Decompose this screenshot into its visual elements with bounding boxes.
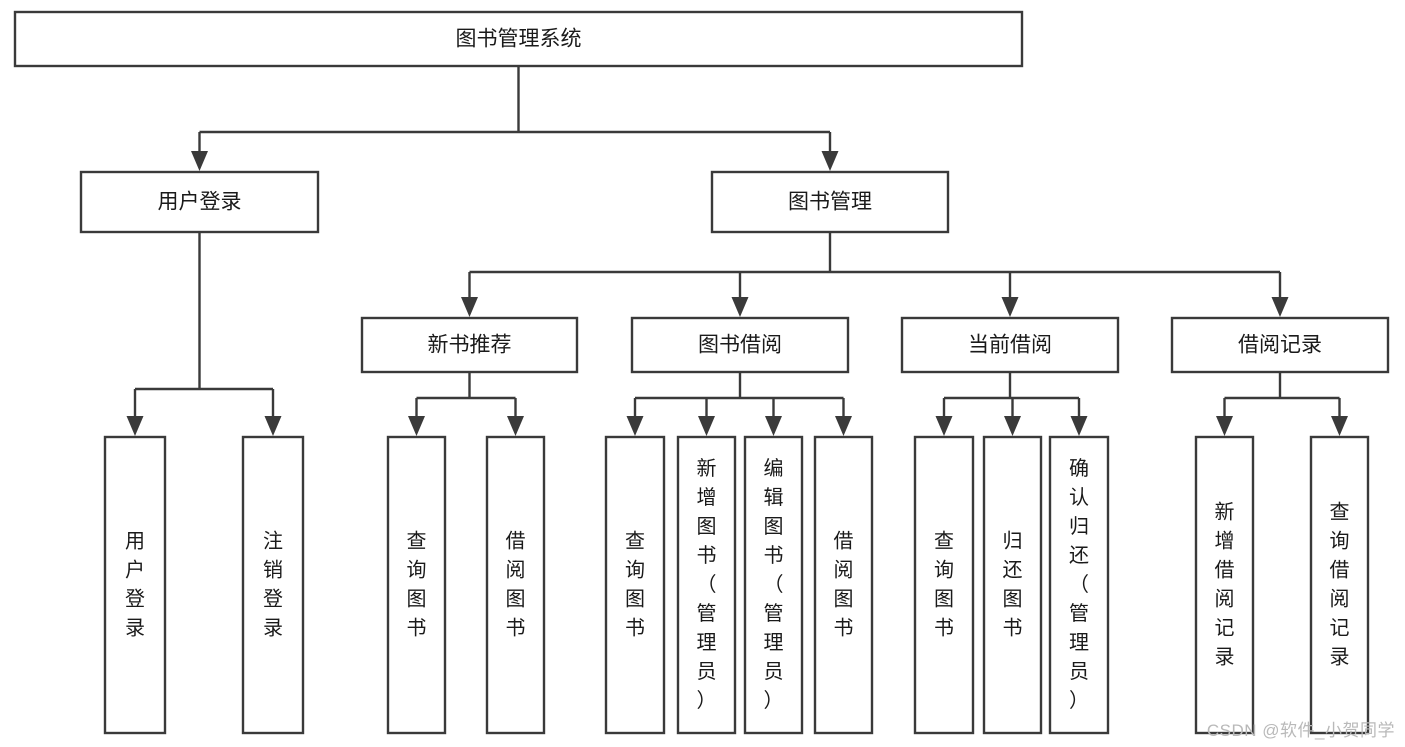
arrowhead-l2_3 <box>1271 297 1289 317</box>
node-label-leaf_11: 新增借阅记录 <box>1215 501 1235 669</box>
node-box-leaf_1 <box>241 435 305 735</box>
node-l2_0[interactable]: 新书推荐 <box>360 316 579 374</box>
node-leaf_5[interactable]: 新增图书（管理员） <box>676 435 737 735</box>
arrowhead-leaf_0 <box>126 416 144 436</box>
node-leaf_6[interactable]: 编辑图书（管理员） <box>743 435 804 735</box>
node-leaf_3[interactable]: 借阅图书 <box>485 435 546 735</box>
arrowhead-l1_0 <box>191 151 208 171</box>
node-label-l2_1: 图书借阅 <box>698 334 782 357</box>
node-box-leaf_11 <box>1194 435 1255 735</box>
node-leaf_12[interactable]: 查询借阅记录 <box>1309 435 1370 735</box>
node-label-root: 图书管理系统 <box>456 28 582 51</box>
node-label-leaf_9: 归还图书 <box>1003 530 1023 640</box>
nodes-layer: 图书管理系统用户登录图书管理新书推荐图书借阅当前借阅借阅记录用户登录注销登录查询… <box>13 10 1390 735</box>
node-label-leaf_3: 借阅图书 <box>506 530 526 640</box>
node-box-leaf_3 <box>485 435 546 735</box>
node-box-l1_1 <box>710 170 950 234</box>
node-box-leaf_2 <box>386 435 447 735</box>
node-leaf_8[interactable]: 查询图书 <box>913 435 975 735</box>
node-label-leaf_2: 查询图书 <box>407 530 427 640</box>
node-label-leaf_10: 确认归还（管理员） <box>1069 457 1089 712</box>
node-label-leaf_0: 用户登录 <box>125 531 145 640</box>
arrowhead-l2_2 <box>1001 297 1019 317</box>
node-leaf_1[interactable]: 注销登录 <box>241 435 305 735</box>
node-box-leaf_7 <box>813 435 874 735</box>
node-box-l2_0 <box>360 316 579 374</box>
arrowhead-l2_0 <box>461 297 478 317</box>
node-root[interactable]: 图书管理系统 <box>13 10 1024 68</box>
node-label-leaf_12: 查询借阅记录 <box>1330 501 1350 669</box>
node-label-leaf_6: 编辑图书（管理员） <box>764 457 784 712</box>
node-box-root <box>13 10 1024 68</box>
node-leaf_10[interactable]: 确认归还（管理员） <box>1048 435 1110 735</box>
arrowhead-leaf_1 <box>264 416 282 436</box>
node-leaf_9[interactable]: 归还图书 <box>982 435 1043 735</box>
node-box-l1_0 <box>79 170 320 234</box>
node-l1_1[interactable]: 图书管理 <box>710 170 950 234</box>
node-leaf_4[interactable]: 查询图书 <box>604 435 666 735</box>
node-label-l2_3: 借阅记录 <box>1238 334 1322 357</box>
node-leaf_7[interactable]: 借阅图书 <box>813 435 874 735</box>
node-box-l2_2 <box>900 316 1120 374</box>
arrowhead-leaf_8 <box>935 416 953 436</box>
arrowhead-l1_1 <box>821 151 839 171</box>
arrowhead-leaf_4 <box>626 416 644 436</box>
arrowhead-leaf_5 <box>698 416 715 436</box>
node-label-l1_1: 图书管理 <box>788 191 872 214</box>
node-box-leaf_0 <box>103 435 167 735</box>
node-leaf_0[interactable]: 用户登录 <box>103 435 167 735</box>
connector-lines-layer <box>126 66 1348 436</box>
arrowhead-leaf_2 <box>408 416 425 436</box>
node-box-l2_1 <box>630 316 850 374</box>
node-l2_2[interactable]: 当前借阅 <box>900 316 1120 374</box>
node-label-leaf_7: 借阅图书 <box>834 530 854 640</box>
node-box-leaf_8 <box>913 435 975 735</box>
node-leaf_11[interactable]: 新增借阅记录 <box>1194 435 1255 735</box>
arrowhead-leaf_11 <box>1216 416 1233 436</box>
arrowhead-l2_1 <box>731 297 749 317</box>
arrowhead-leaf_6 <box>765 416 782 436</box>
node-l2_3[interactable]: 借阅记录 <box>1170 316 1390 374</box>
node-box-l2_3 <box>1170 316 1390 374</box>
arrowhead-leaf_9 <box>1004 416 1021 436</box>
node-box-leaf_9 <box>982 435 1043 735</box>
arrowhead-leaf_12 <box>1331 416 1348 436</box>
node-label-l1_0: 用户登录 <box>158 191 242 214</box>
node-leaf_2[interactable]: 查询图书 <box>386 435 447 735</box>
node-l2_1[interactable]: 图书借阅 <box>630 316 850 374</box>
node-label-leaf_1: 注销登录 <box>263 530 283 640</box>
arrowhead-leaf_7 <box>835 416 852 436</box>
arrowhead-leaf_10 <box>1070 416 1088 436</box>
node-box-leaf_12 <box>1309 435 1370 735</box>
node-l1_0[interactable]: 用户登录 <box>79 170 320 234</box>
node-box-leaf_10 <box>1048 435 1110 735</box>
node-label-leaf_4: 查询图书 <box>625 530 645 640</box>
node-label-leaf_5: 新增图书（管理员） <box>697 457 717 712</box>
node-box-leaf_6 <box>743 435 804 735</box>
node-label-l2_0: 新书推荐 <box>428 334 512 357</box>
node-box-leaf_5 <box>676 435 737 735</box>
arrowhead-leaf_3 <box>507 416 524 436</box>
node-label-l2_2: 当前借阅 <box>968 334 1052 357</box>
node-label-leaf_8: 查询图书 <box>934 530 954 640</box>
node-box-leaf_4 <box>604 435 666 735</box>
